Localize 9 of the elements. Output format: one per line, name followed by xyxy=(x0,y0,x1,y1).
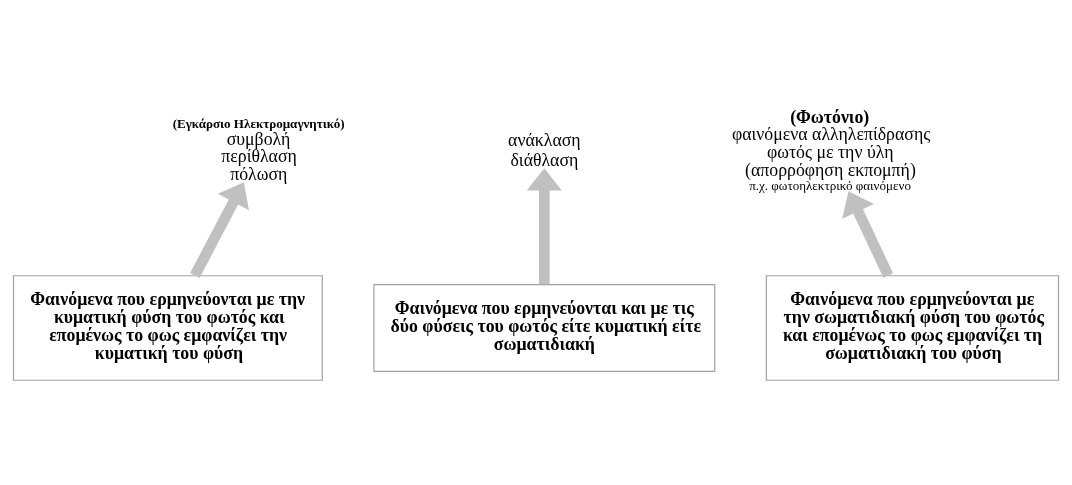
node-text: ανάκλαση διάθλαση xyxy=(508,129,581,170)
node-box: Φαινόμενα που ερμηνεύονται και με τις δύο φύσεις του φωτός είτε κυματική είτε σωματιδιακή xyxy=(373,284,716,372)
node-box: Φαινόμενα που ερμηνεύονται με την σωματιδιακή φύση του φωτός και επομένως το φως εμφανίζει τη σωματιδιακή του φύση xyxy=(765,275,1060,381)
arrow xyxy=(842,191,894,278)
node-text: (Φωτόνιο) φαινόμενα αλληλεπίδρασης φωτός με την ύλη (απορρόφηση εκπομπή) π.χ. φωτοηλεκτρικό φαινόμενο xyxy=(731,106,931,194)
node-box: Φαινόμενα που ερμηνεύονται με την κυματική φύση του φωτός και επομένως το φως εμφανίζει την κυματική του φύση xyxy=(12,275,323,381)
arrow xyxy=(190,182,249,279)
arrow xyxy=(526,168,562,285)
node-text: (Εγκάρσιο Ηλεκτρομαγνητικό) συμβολή περίθλαση πόλωση xyxy=(172,115,345,185)
